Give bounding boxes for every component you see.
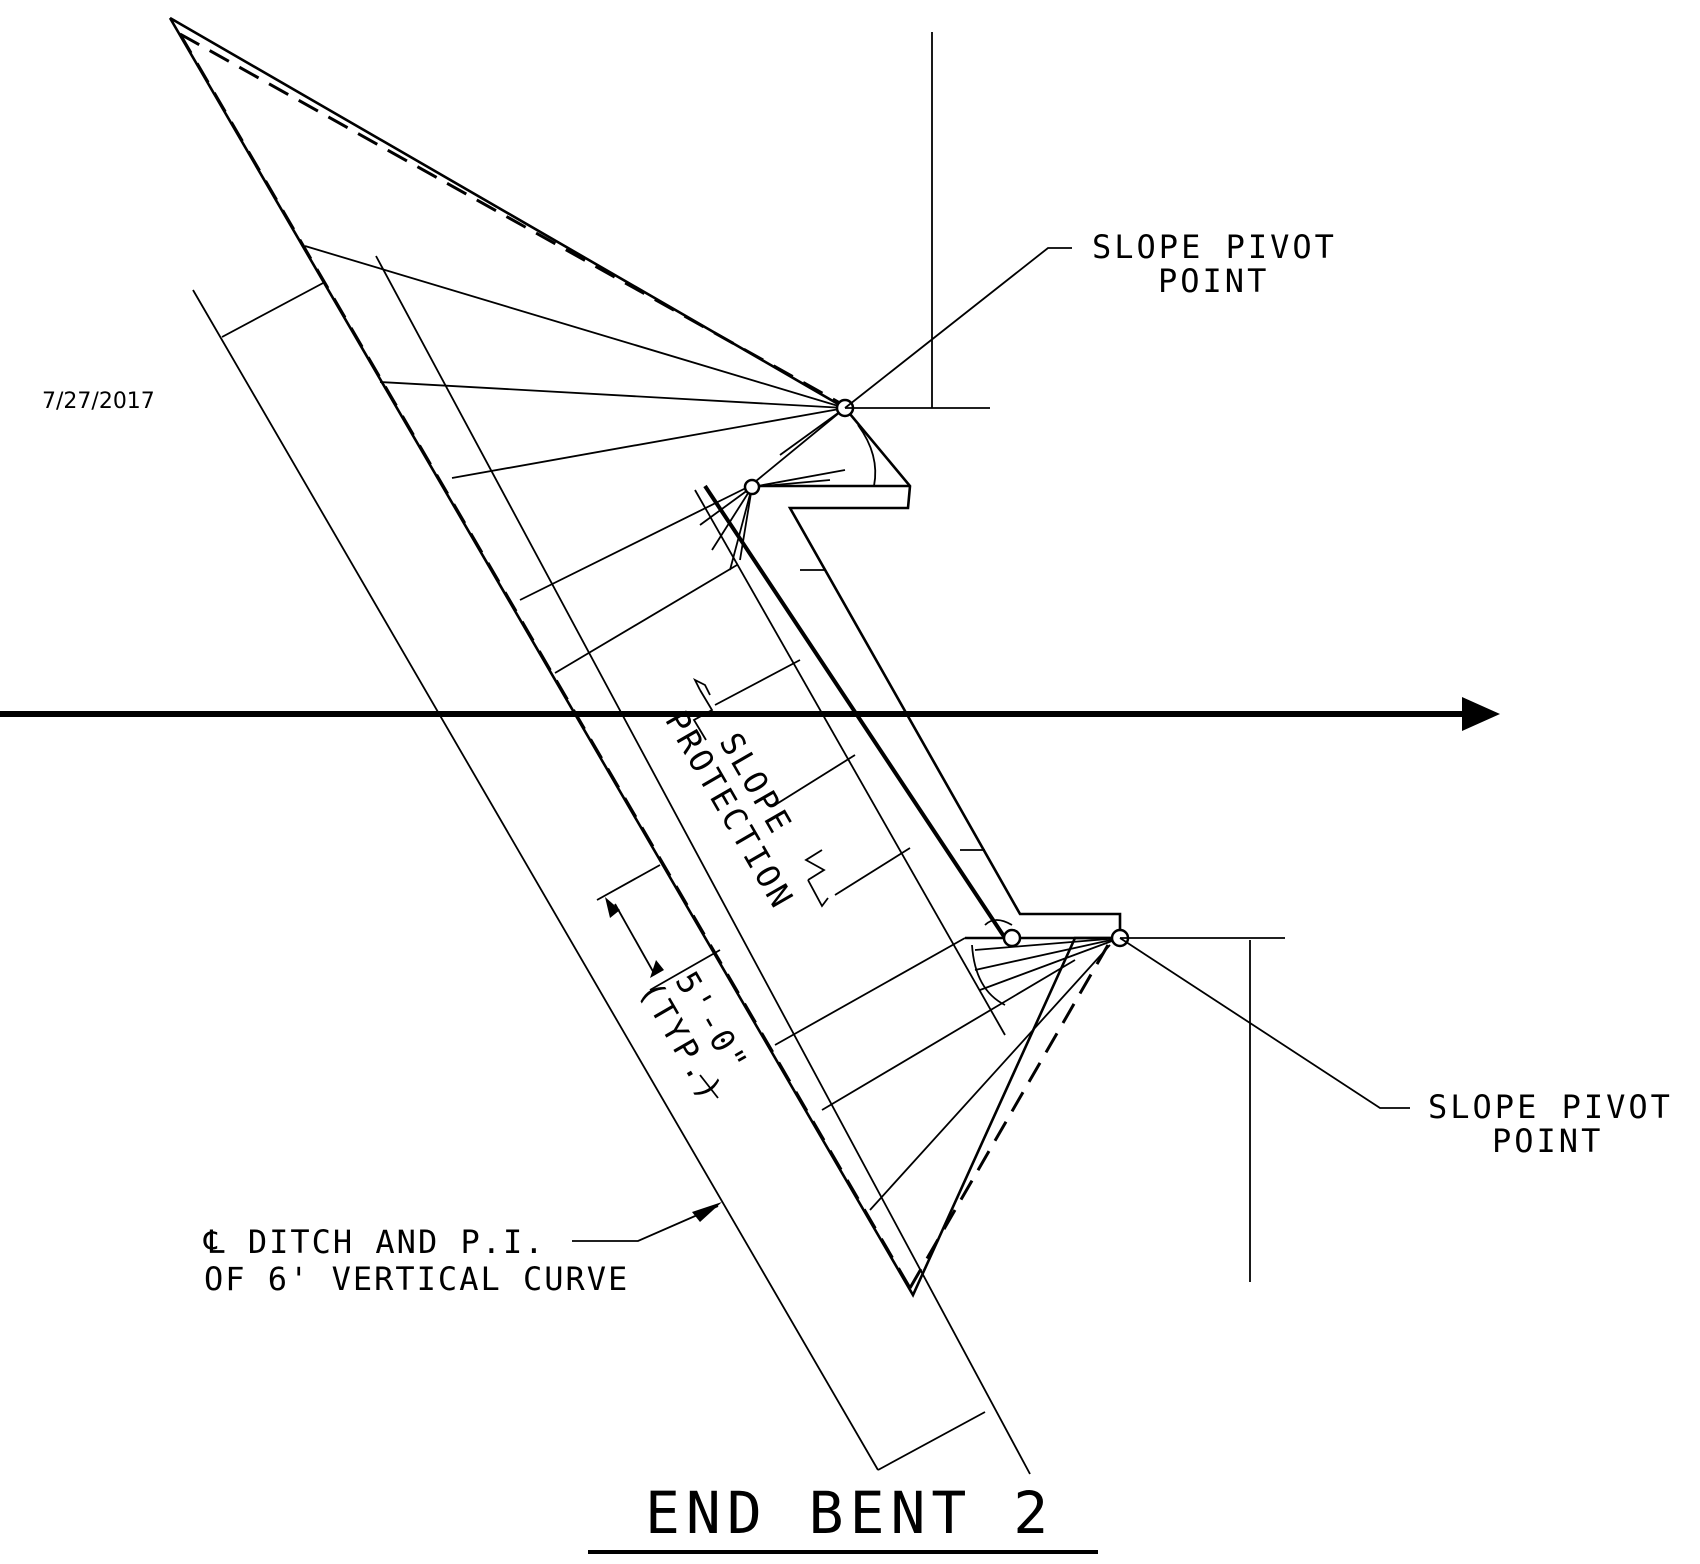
roadway-centerline [0,697,1500,731]
pivot-label-top-line1: SLOPE PIVOT [1092,228,1337,266]
pivot-label-bottom-line2: POINT [1492,1122,1603,1160]
pivot-fan-inner-top [699,469,846,571]
pivot-point-inner-top-icon [743,478,761,496]
pivot-label-top-line2: POINT [1158,262,1269,300]
pivot-fan-bottom [971,919,1121,1006]
arrow-head-icon [1462,697,1500,731]
leader-arrow-icon [692,1202,722,1222]
slope-protection-outline [168,16,1122,1298]
pivot-fan-top [304,245,877,487]
date-stamp: 7/27/2017 [42,389,155,414]
ditch-label-line1: ℄ DITCH AND P.I. [203,1223,546,1261]
slope-protection-label: SLOPE PROTECTION [657,704,801,916]
drawing-title: END BENT 2 [645,1479,1054,1547]
leader-lines [572,247,1410,1242]
slope-protection-break-lines [692,677,829,908]
pivot-label-bottom-line1: SLOPE PIVOT [1428,1088,1673,1126]
dimension-label: 5'-0" (TYP.) [632,965,757,1109]
reference-lines [845,32,1285,1282]
slope-hatch-lines [519,485,1111,1211]
ditch-label-line2: OF 6' VERTICAL CURVE [204,1260,629,1298]
pivot-point-inner-bottom-icon [1002,928,1022,948]
dimension-5ft [596,864,721,1099]
